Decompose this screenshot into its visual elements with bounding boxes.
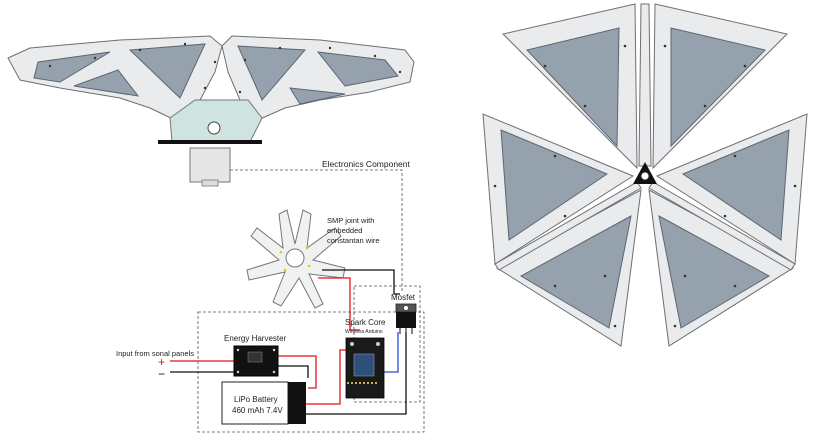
smp-joint-label-3: constantan wire <box>327 236 380 245</box>
spark-core-board <box>345 337 385 399</box>
right-wing-glass-1 <box>237 45 307 101</box>
central-joint-hole <box>207 121 221 135</box>
wire-joint-to-mosfet <box>322 269 400 295</box>
petal-top-left <box>502 3 638 170</box>
wire-harvester-to-battery-neg <box>278 365 309 378</box>
petal-right <box>655 113 808 265</box>
petal-left <box>482 113 635 265</box>
wire-battery-ground <box>306 332 407 415</box>
left-wing-glass-3 <box>73 69 140 97</box>
smp-joint-star <box>246 209 346 309</box>
wire-spark-to-mosfet <box>384 332 399 373</box>
smp-joint-label-2: embedded <box>327 226 362 235</box>
side-elevation-view <box>7 35 415 187</box>
spark-core-label: Spark Core <box>345 318 386 327</box>
input-minus-sign: − <box>158 367 165 381</box>
electronics-component-label: Electronics Component <box>322 159 411 169</box>
base-plate <box>158 140 262 144</box>
left-wing-glass-2 <box>128 43 206 99</box>
battery-label-2: 460 mAh 7.4V <box>232 406 283 415</box>
electronics-box-tab <box>201 179 219 187</box>
plan-center-hub <box>633 162 657 184</box>
energy-harvester-label: Energy Harvester <box>224 334 287 343</box>
energy-harvester-board <box>233 345 279 377</box>
lipo-battery <box>221 381 306 425</box>
right-wing-glass-3 <box>289 87 346 105</box>
electronics-schematic: Electronics Component SMP joint with emb… <box>116 159 425 433</box>
left-wing-glass-1 <box>33 51 111 83</box>
wire-harvester-to-battery <box>278 355 317 389</box>
wire-joint-to-spark <box>318 277 360 331</box>
mosfet-label: Mosfet <box>391 293 416 302</box>
right-wing-glass-2 <box>316 51 399 87</box>
petal-bottom-left <box>496 189 642 347</box>
wing-rivets <box>48 42 402 94</box>
mosfet-component <box>395 303 417 334</box>
battery-label-1: LiPo Battery <box>234 395 278 404</box>
plan-frame-arms <box>494 3 796 271</box>
input-plus-sign: + <box>158 355 165 369</box>
input-label: Input from sonal panels <box>116 349 194 358</box>
petal-top-right <box>652 3 788 170</box>
top-plan-view <box>482 3 808 347</box>
smp-joint-label-1: SMP joint with <box>327 216 374 225</box>
wire-battery-to-spark <box>306 349 346 405</box>
plan-rivets <box>493 44 797 328</box>
callout-leader <box>230 169 403 292</box>
spark-core-sublabel: Wireless Arduino <box>345 329 383 335</box>
electronics-box <box>189 147 231 183</box>
